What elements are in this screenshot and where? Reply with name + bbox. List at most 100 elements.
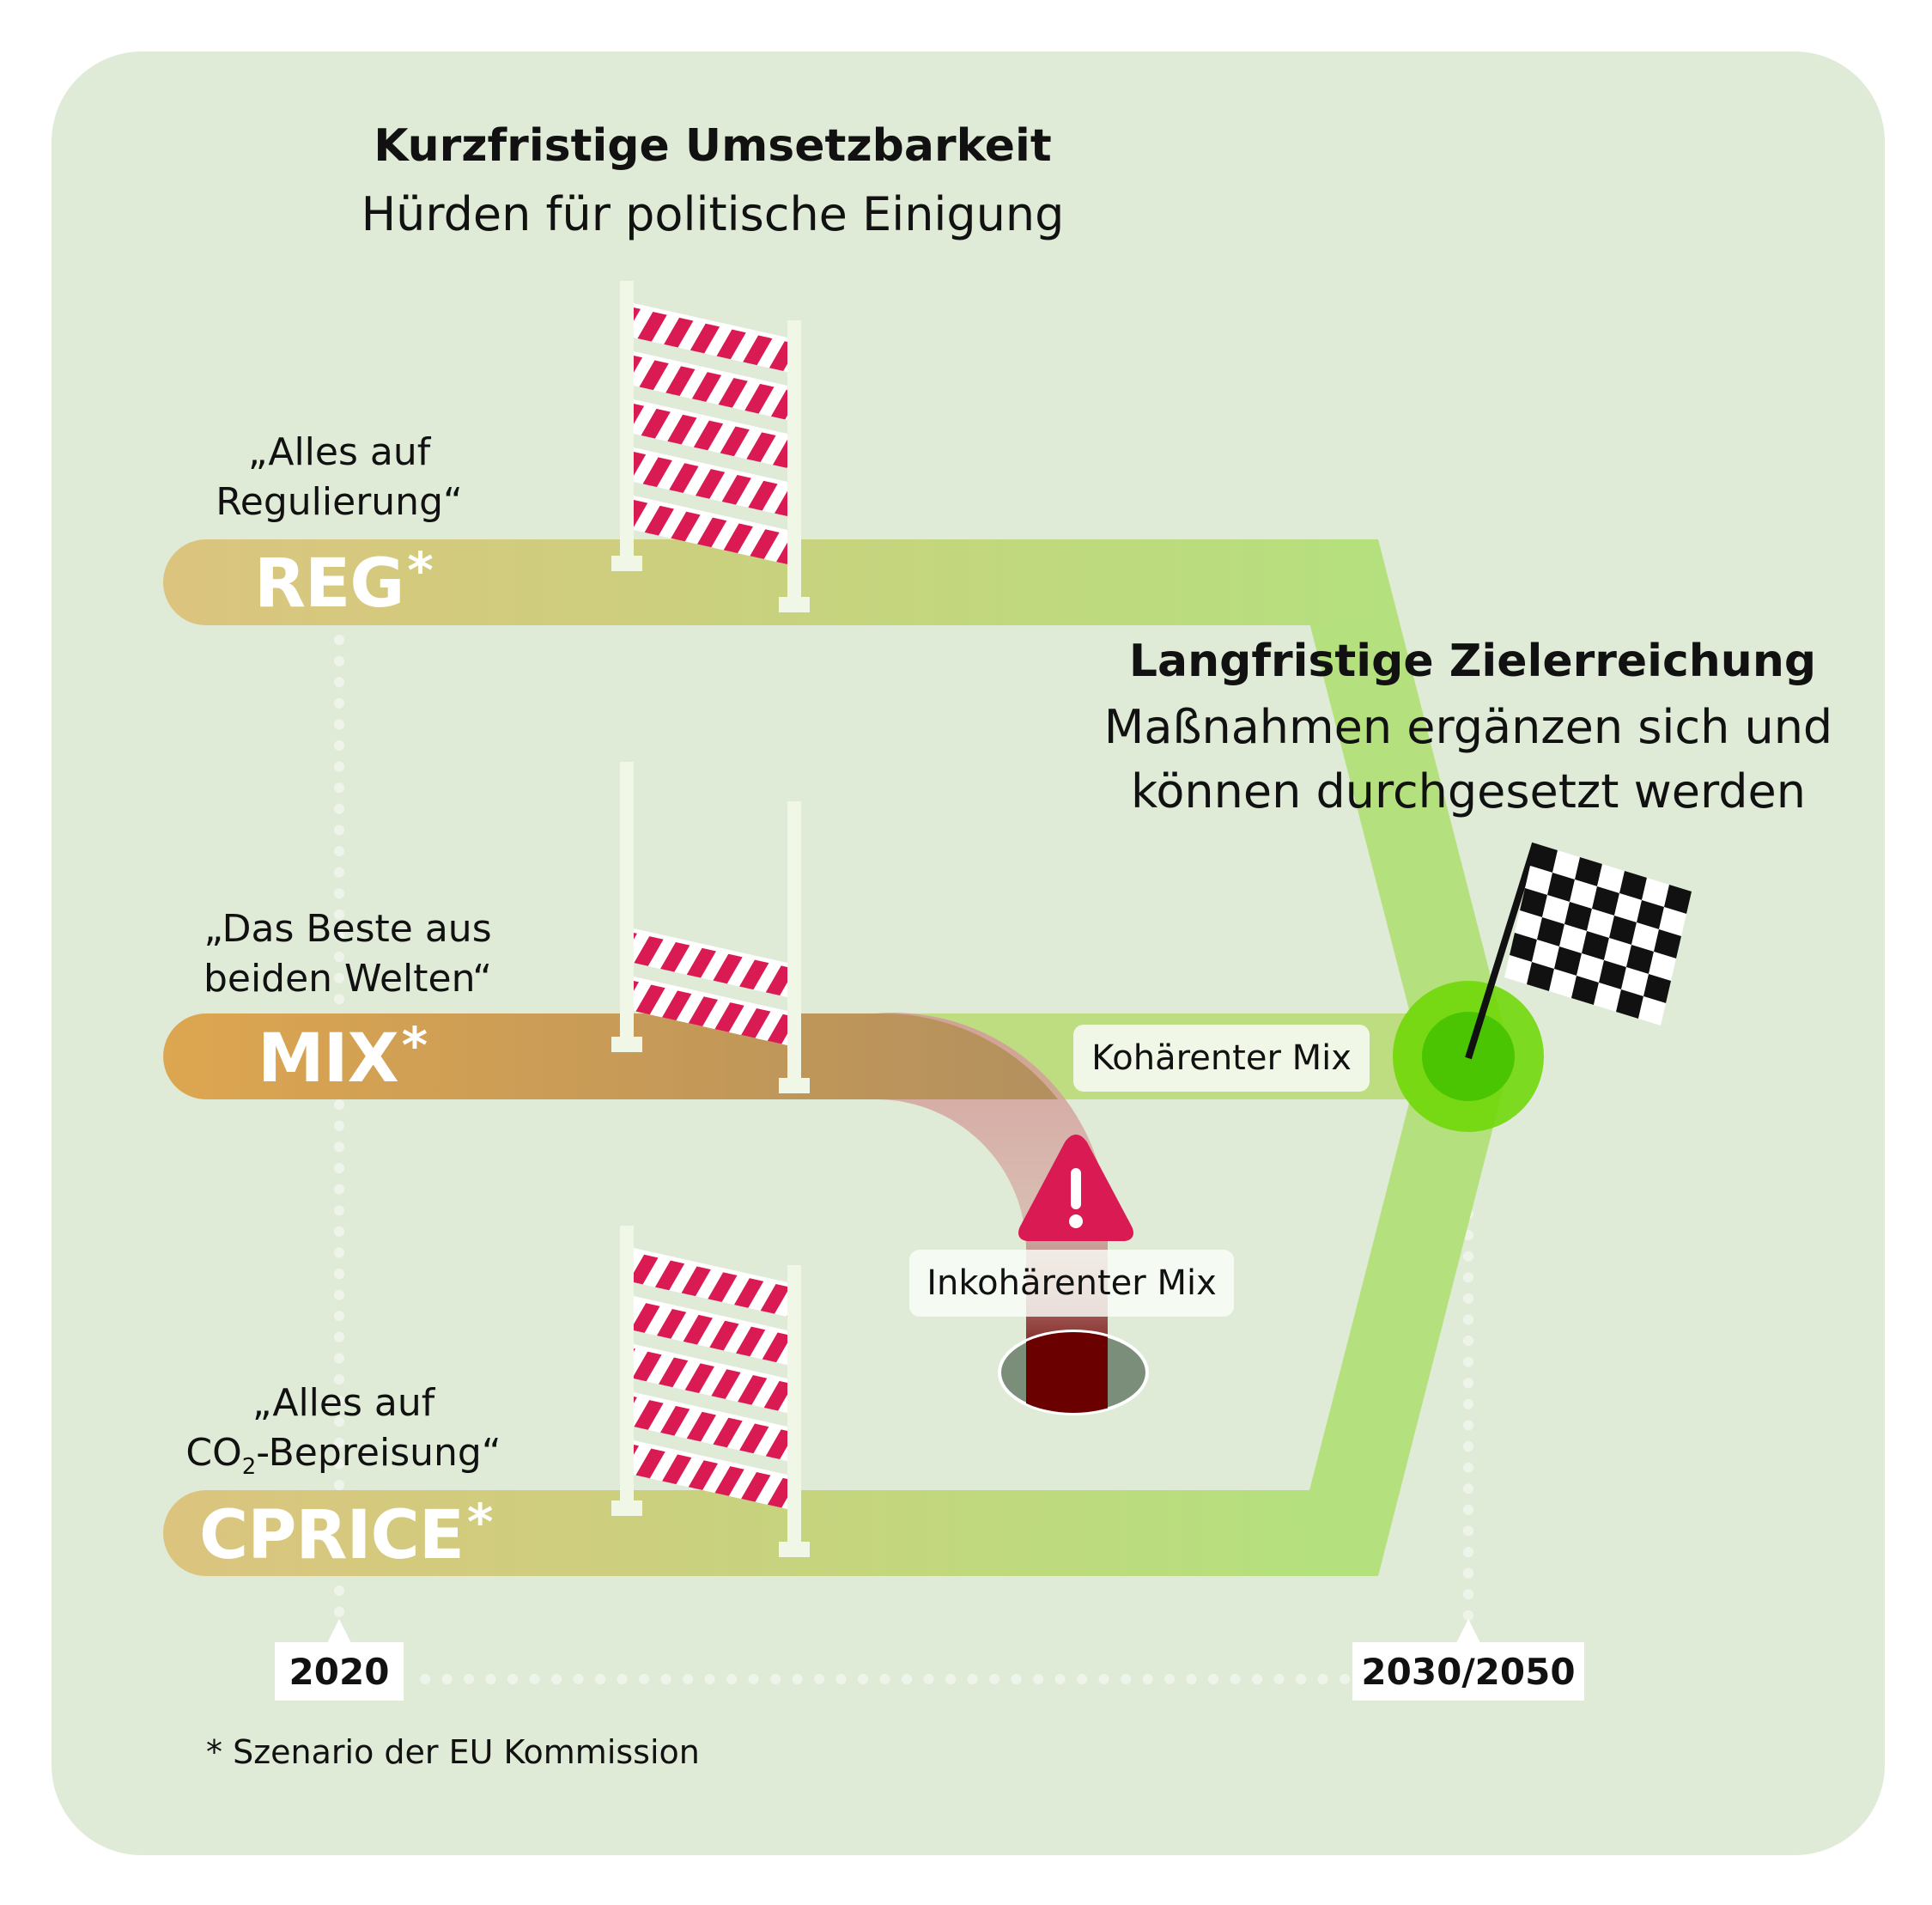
hurdle-bar — [634, 356, 787, 420]
flag-square — [1664, 885, 1692, 914]
hurdle-bar — [634, 1397, 787, 1461]
flag-square — [1649, 952, 1676, 981]
flag-square — [1532, 940, 1559, 969]
flag-square — [1631, 922, 1659, 952]
cprice-quote-line1: „Alles auf — [252, 1381, 435, 1425]
flag-square — [1577, 953, 1604, 983]
year-2020-pointer — [326, 1619, 352, 1645]
hurdle-icon — [611, 1226, 810, 1557]
flag-square — [1621, 967, 1649, 996]
flag-square — [1643, 974, 1671, 1003]
flag-square — [1654, 929, 1681, 959]
scenario-mix: MIX* — [258, 1016, 428, 1098]
hurdle-icon — [611, 281, 810, 612]
short-term-subtitle: Hürden für politische Einigung — [361, 187, 1065, 241]
mix-path — [163, 1013, 1059, 1099]
reg-path-diagonal — [1288, 539, 1511, 1056]
flag-square — [1564, 902, 1592, 931]
co2-prefix: CO — [185, 1431, 242, 1475]
flag-square — [1592, 886, 1619, 916]
flag-square — [1626, 945, 1654, 974]
flag-square — [1642, 878, 1669, 907]
flag-square — [1616, 989, 1643, 1019]
flag-square — [1530, 843, 1558, 873]
year-2030-pointer — [1455, 1619, 1481, 1645]
hurdle-bar — [634, 1445, 787, 1509]
long-term-subtitle-line2: können durchgesetzt werden — [1131, 764, 1806, 819]
flag-square — [1575, 857, 1602, 886]
flag-square — [1554, 946, 1582, 976]
flag-square — [1542, 895, 1570, 924]
flag-square — [1599, 960, 1626, 989]
reg-path — [163, 539, 1378, 625]
hurdle-post — [787, 320, 801, 606]
hurdle-bar — [634, 404, 787, 468]
hurdle-post — [620, 281, 634, 564]
hurdle-foot — [611, 556, 642, 571]
cprice-code: CPRICE — [199, 1497, 465, 1574]
background-card — [52, 52, 1885, 1855]
flag-square — [1587, 909, 1614, 938]
year-start-label: 2020 — [275, 1642, 404, 1701]
flag-square — [1609, 916, 1637, 945]
scenario-reg: REG* — [254, 541, 434, 623]
mix-quote: „Das Beste aus beiden Welten“ — [189, 904, 507, 1004]
mix-quote-line1: „Das Beste aus — [204, 907, 492, 951]
flag-square — [1552, 850, 1580, 879]
hurdle-bar — [634, 981, 787, 1045]
short-term-title: Kurzfristige Umsetzbarkeit — [374, 120, 1052, 172]
hurdle-bar — [634, 452, 787, 516]
hurdle-bar — [634, 933, 787, 997]
asterisk-icon: * — [407, 541, 433, 599]
hurdle-bar — [634, 1252, 787, 1317]
reg-quote-line1: „Alles auf — [247, 430, 431, 474]
hurdle-post — [787, 1265, 801, 1550]
co2-subscript: 2 — [241, 1453, 257, 1480]
hurdle-bar — [634, 307, 787, 372]
hurdle-bar — [634, 1300, 787, 1365]
asterisk-icon: * — [467, 1493, 493, 1551]
flag-square — [1597, 864, 1625, 893]
hurdle-icon — [611, 762, 810, 1093]
hurdle-foot — [779, 1078, 810, 1093]
flag-square — [1614, 893, 1642, 922]
flag-square — [1571, 976, 1599, 1005]
flag-square — [1547, 873, 1575, 902]
flag-pole — [1465, 842, 1539, 1060]
hurdle-foot — [611, 1037, 642, 1052]
co2-suffix: -Bepreisung“ — [256, 1431, 501, 1475]
hurdle-foot — [779, 1542, 810, 1557]
checkered-flag-icon — [1465, 842, 1692, 1060]
footnote: * Szenario der EU Kommission — [206, 1733, 700, 1771]
scenario-cprice: CPRICE* — [199, 1493, 493, 1574]
cprice-path-diagonal — [1305, 1056, 1511, 1576]
flag-square — [1525, 866, 1552, 895]
flag-square — [1515, 910, 1542, 940]
cprice-quote-line2: CO2-Bepreisung“ — [172, 1428, 515, 1492]
hurdle-foot — [611, 1500, 642, 1516]
hurdle-bar — [634, 500, 787, 564]
flag-square — [1604, 938, 1631, 967]
incoherent-mix-label: Inkohärenter Mix — [909, 1250, 1234, 1317]
hurdle-post — [787, 801, 801, 1086]
cprice-path — [163, 1490, 1309, 1576]
hurdle-post — [620, 1226, 634, 1509]
flag-square — [1582, 931, 1609, 960]
flag-square — [1619, 871, 1647, 900]
flag-square — [1570, 879, 1597, 909]
coherent-mix-label: Kohärenter Mix — [1073, 1025, 1370, 1092]
flag-square — [1637, 900, 1664, 929]
pit-hole-icon — [998, 1330, 1149, 1415]
flag-square — [1559, 924, 1587, 953]
asterisk-icon: * — [401, 1016, 428, 1074]
hurdle-bar — [634, 1348, 787, 1413]
long-term-title: Langfristige Zielerreichung — [1128, 636, 1817, 687]
long-term-subtitle-line1: Maßnahmen ergänzen sich und — [1103, 700, 1833, 754]
flag-square — [1594, 983, 1621, 1012]
reg-code: REG — [254, 545, 404, 623]
cprice-quote: „Alles auf CO2-Bepreisung“ — [172, 1379, 515, 1492]
mix-code: MIX — [258, 1020, 399, 1098]
reg-quote: „Alles auf Regulierung“ — [189, 428, 489, 527]
